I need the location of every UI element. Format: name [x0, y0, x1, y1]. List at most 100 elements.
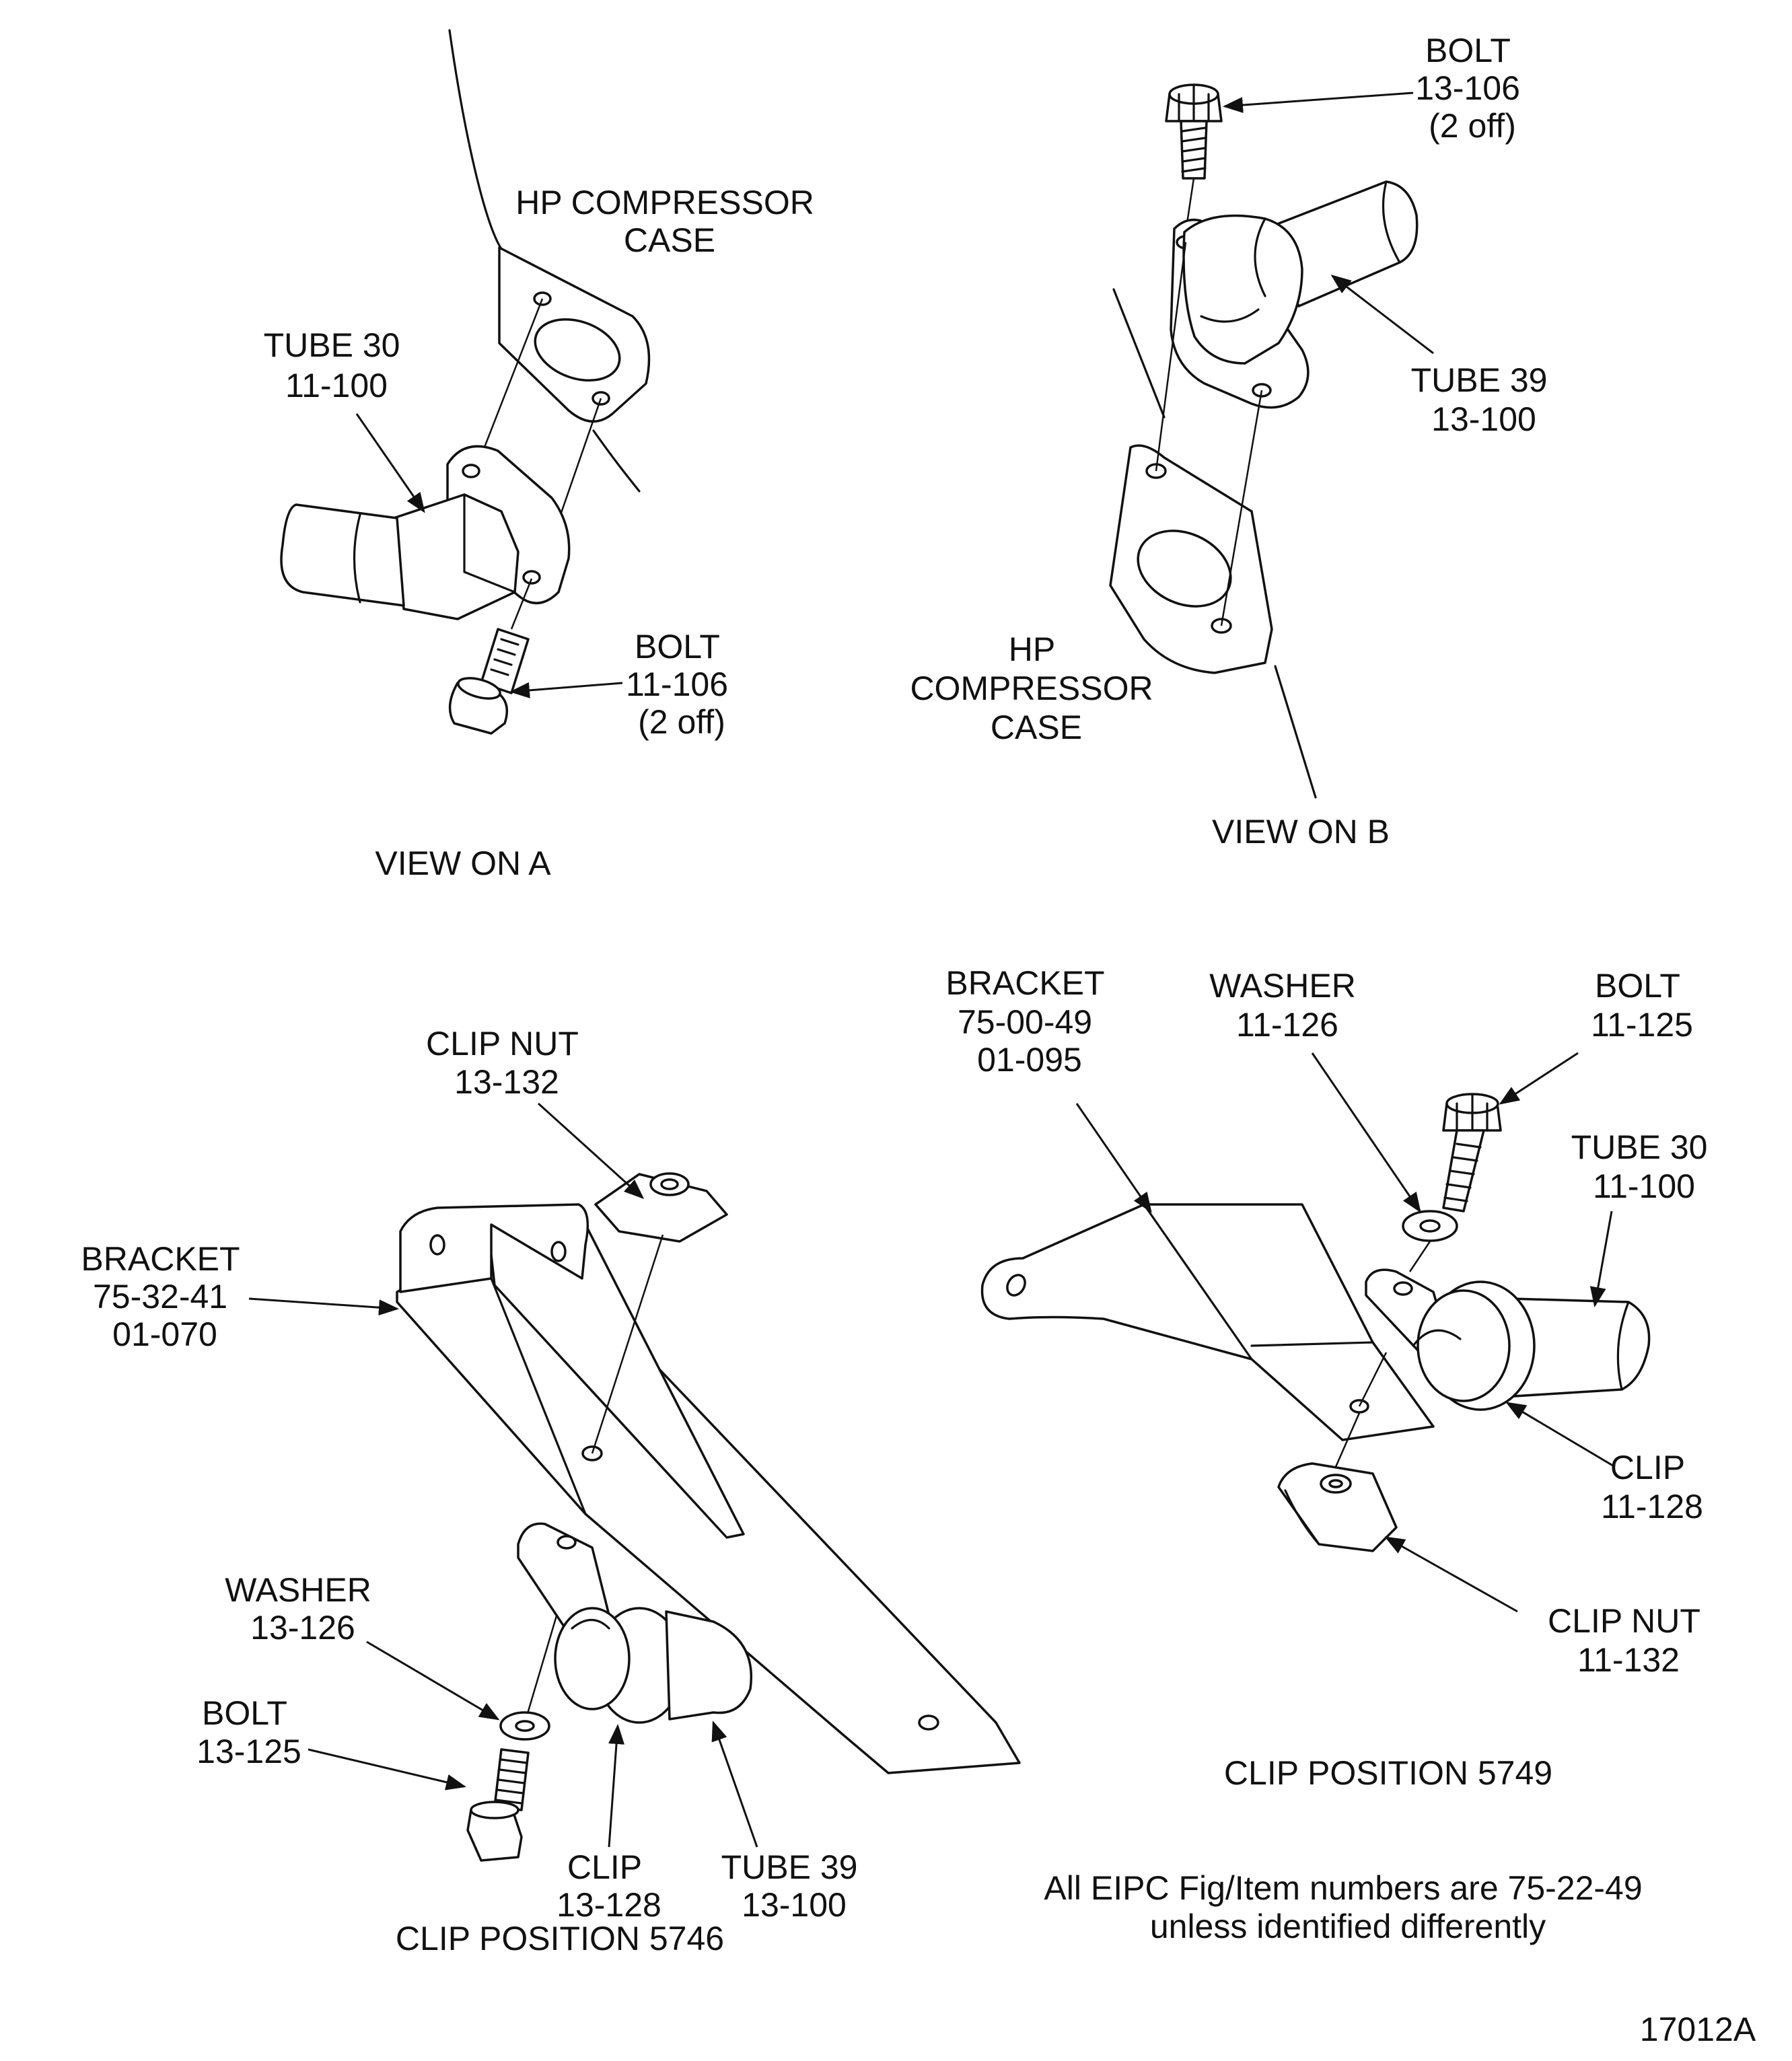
bracket-01-095: [980, 1203, 1435, 1441]
tube-39-label-5746: TUBE 39 13-100: [721, 1848, 867, 1924]
clip-body-5749-cut: [1412, 1329, 1462, 1347]
clip-11-128-label: CLIP 11-128: [1601, 1449, 1703, 1525]
bracket-01-095-label-line1: BRACKET: [945, 964, 1104, 1002]
clip-nut-13-132-label-line2: 13-132: [454, 1063, 559, 1101]
clip-nut-11-132: [1277, 1462, 1398, 1552]
clip-5749-caption: CLIP POSITION 5749: [1224, 1754, 1552, 1792]
tube-39-label-5746-line1: TUBE 39: [721, 1848, 858, 1886]
bolt-13-106-label-line2: 13-106: [1415, 69, 1520, 107]
bracket-01-095-label: BRACKET 75-00-49 01-095: [945, 964, 1113, 1079]
bolt-11-125-label: BOLT 11-125: [1591, 967, 1693, 1044]
washer-11-126-label: WASHER 11-126: [1209, 967, 1365, 1044]
bracket-01-070-label-line1: BRACKET: [81, 1240, 240, 1278]
tube-flange-hole-a1: [462, 464, 480, 478]
washer-13-126-hole: [515, 1720, 535, 1732]
bracket-01-095-leader: [1075, 1103, 1152, 1213]
tube-elbow-a-line: [463, 493, 516, 593]
tube-30-label-5749-line2: 11-100: [1593, 1167, 1695, 1205]
hp-case-label-a-line1: HP COMPRESSOR: [515, 184, 814, 221]
tube-30-pipe-5749: [1509, 1297, 1651, 1398]
bolt-13-125-label-line2: 13-125: [196, 1733, 301, 1770]
tube-39-label-b: TUBE 39 13-100: [1411, 361, 1557, 438]
bolt-11-106-label-line3: (2 off): [638, 703, 725, 741]
tube-39-label-5746-line2: 13-100: [742, 1886, 847, 1924]
bolt-13-106-label: BOLT 13-106 (2 off): [1415, 32, 1530, 145]
washer-13-126-label-line2: 13-126: [250, 1609, 355, 1647]
clip-5746-caption: CLIP POSITION 5746: [396, 1920, 724, 1957]
hp-case-label-b-line1: HP: [1009, 630, 1055, 668]
figure-id: 17012A: [1640, 2011, 1756, 2048]
clip-11-128-label-line2: 11-128: [1601, 1488, 1703, 1525]
view-a-caption: VIEW ON A: [375, 844, 551, 882]
align-line-b2: [1155, 242, 1187, 472]
washer-11-126-hole: [1419, 1219, 1441, 1233]
align-line-5749-1: [1408, 1241, 1431, 1272]
tube-pipe-a: [280, 503, 405, 607]
align-line-a1: [478, 298, 544, 462]
clip-position-5746: CLIP NUT 13-132 BRACKET 75-32-41 01-070 …: [81, 1025, 1021, 1957]
bracket-01-070-label-line3: 01-070: [112, 1315, 217, 1353]
clip-11-128-label-line1: CLIP: [1610, 1449, 1684, 1486]
eipc-note-line1: All EIPC Fig/Item numbers are 75-22-49: [1044, 1869, 1642, 1907]
tube-30-label-a: TUBE 30 11-100: [264, 326, 410, 404]
bolt-13-106-label-line3: (2 off): [1429, 107, 1516, 145]
bolt-13-106-label-line1: BOLT: [1425, 32, 1510, 69]
bracket-01-070-label-line2: 75-32-41: [93, 1278, 227, 1315]
tube-elbow-b-line: [1200, 308, 1260, 323]
bracket-01-095-line: [1250, 1341, 1374, 1347]
tube-elbow-b-line2: [1254, 217, 1266, 297]
view-b: BOLT 13-106 (2 off) TUBE 39 13-100 HP CO…: [910, 32, 1557, 851]
clip-nut-13-132: [594, 1172, 728, 1243]
bracket-01-095-label-line3: 01-095: [977, 1041, 1082, 1079]
tube-30-leader-a: [355, 413, 425, 513]
clip-nut-13-132-label-line1: CLIP NUT: [426, 1025, 578, 1062]
align-line-5749-2: [1358, 1352, 1388, 1407]
clip-position-5749: BRACKET 75-00-49 01-095 WASHER 11-126 BO…: [945, 964, 1717, 1792]
case-outline-a-lower: [592, 429, 641, 493]
clip-nut-11-132-leader: [1384, 1536, 1518, 1613]
bracket-01-070-label: BRACKET 75-32-41 01-070: [81, 1240, 248, 1353]
tube-flange-hole-a2: [522, 570, 541, 585]
hp-case-label-b-line3: CASE: [991, 709, 1082, 746]
bracket-fold-line: [490, 1277, 587, 1515]
clip-nut-13-132-label: CLIP NUT 13-132: [426, 1025, 587, 1101]
clip-tab-hole-5746: [557, 1535, 577, 1550]
tube-pipe-b-end: [1382, 180, 1401, 264]
bracket-01-095-label-line2: 75-00-49: [958, 1003, 1092, 1041]
bracket-01-095-fold: [1143, 1203, 1253, 1361]
bolt-11-106-label-line2: 11-106: [626, 665, 728, 703]
tube-39-pipe-5746: [665, 1610, 752, 1721]
bolt-13-106-leader: [1223, 92, 1414, 114]
tube-30-label-a-line1: TUBE 30: [264, 326, 400, 364]
bolt-11-125-label-line2: 11-125: [1591, 1006, 1693, 1044]
clip-body-5746-ring: [554, 1607, 631, 1710]
tube-39-label-b-line1: TUBE 39: [1411, 361, 1548, 399]
bracket-hole-5746-2: [550, 1241, 567, 1262]
washer-11-126-label-line2: 11-126: [1236, 1006, 1338, 1044]
bolt-11-125: [1442, 1093, 1502, 1213]
clip-13-128-leader: [608, 1724, 625, 1848]
bracket-hole-5749-1: [1006, 1274, 1026, 1297]
bolt-13-125-label-line1: BOLT: [202, 1694, 287, 1732]
bolt-11-106-leader: [509, 682, 623, 698]
clip-nut-11-132-label: CLIP NUT 11-132: [1548, 1602, 1709, 1679]
eipc-note: All EIPC Fig/Item numbers are 75-22-49 u…: [1044, 1869, 1651, 1945]
hp-case-label-a: HP COMPRESSOR CASE: [515, 184, 824, 259]
align-line-b3: [1220, 390, 1263, 626]
tube-30-label-a-line2: 11-100: [285, 367, 388, 404]
bolt-13-125-label: BOLT 13-125: [196, 1694, 301, 1770]
case-outline-b: [1112, 288, 1166, 419]
view-b-caption: VIEW ON B: [1212, 813, 1390, 851]
washer-11-126-leader: [1311, 1052, 1421, 1213]
tube-elbow-b: [1182, 214, 1303, 365]
tube-30-label-5749-line1: TUBE 30: [1571, 1128, 1708, 1166]
washer-11-126-label-line1: WASHER: [1209, 967, 1356, 1005]
bolt-13-125: [466, 1748, 530, 1862]
tube-collar-a: [353, 513, 361, 604]
tube-30-label-5749: TUBE 30 11-100: [1571, 1128, 1717, 1205]
tube-flange-a: [446, 445, 571, 605]
bolt-13-125-leader: [308, 1748, 466, 1791]
bracket-01-070-top: [399, 1203, 589, 1293]
washer-13-126-label: WASHER 13-126: [225, 1571, 381, 1647]
